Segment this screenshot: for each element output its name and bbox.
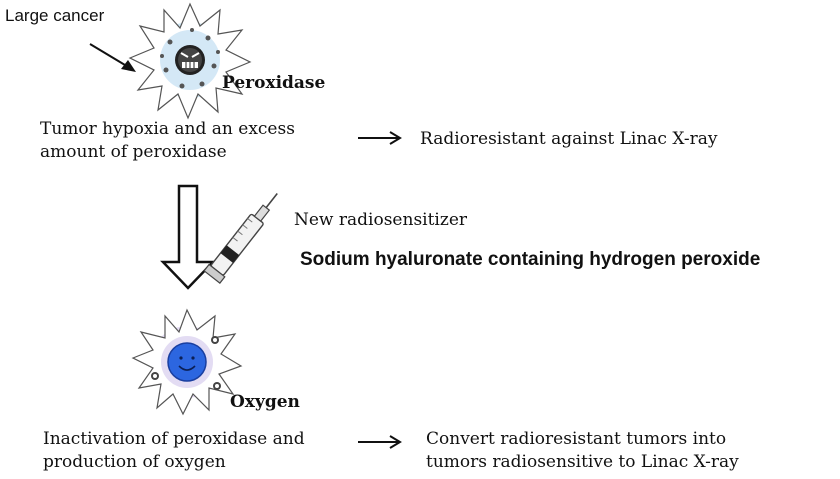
bottom-result-line2: tumors radiosensitive to Linac X-ray (426, 452, 739, 472)
smiley-face-icon (167, 342, 207, 382)
agent-name: Sodium hyaluronate containing hydrogen p… (300, 249, 761, 270)
bottom-condition-line1: Inactivation of peroxidase and (43, 429, 305, 449)
pointer-arrow (89, 43, 136, 72)
angry-face-icon (175, 45, 205, 75)
radiosensitizer-label: New radiosensitizer (294, 210, 468, 230)
arrow-right-top (358, 131, 402, 145)
cancer-cell-icon (128, 2, 252, 120)
bottom-condition-line2: production of oxygen (43, 452, 226, 472)
label-large-cancer: Large cancer (5, 6, 105, 25)
syringe-icon (203, 192, 278, 284)
bottom-result-line1: Convert radioresistant tumors into (426, 429, 727, 449)
top-result: Radioresistant against Linac X-ray (420, 129, 718, 149)
label-peroxidase: Peroxidase (222, 73, 326, 93)
label-oxygen: Oxygen (230, 392, 300, 412)
top-condition-line1: Tumor hypoxia and an excess (40, 119, 295, 139)
top-condition-line2: amount of peroxidase (40, 142, 227, 162)
oxygen-cell-icon (131, 308, 243, 416)
arrow-right-bottom (358, 435, 402, 449)
down-arrow-icon (160, 184, 216, 290)
